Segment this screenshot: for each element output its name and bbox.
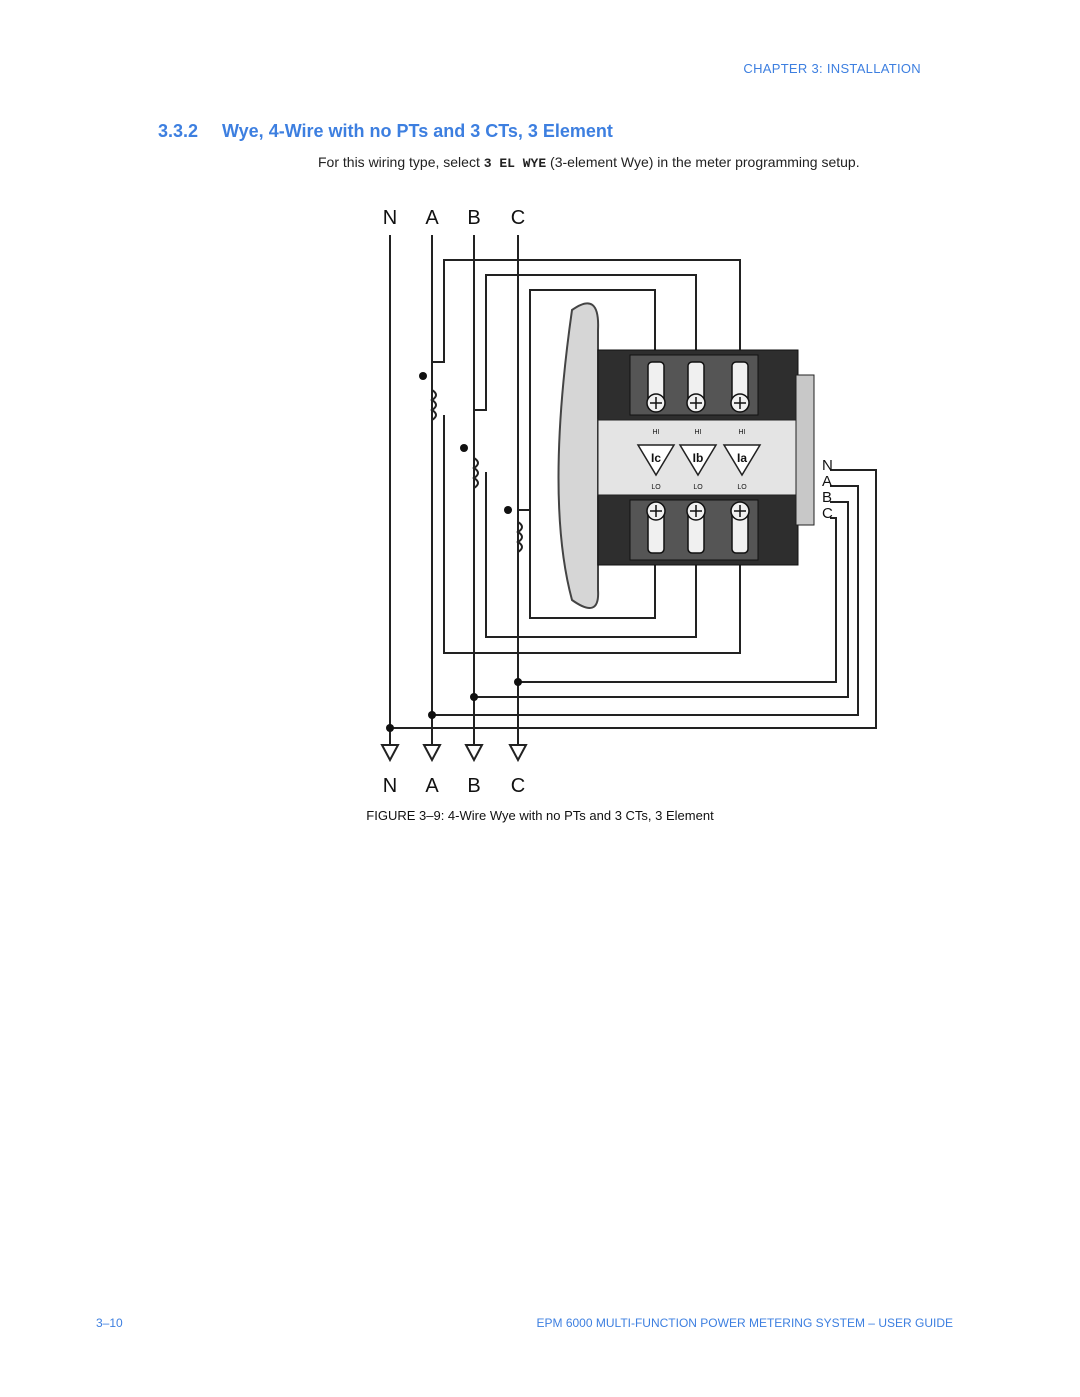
meter-label-c: C	[822, 505, 833, 522]
top-label-c: C	[511, 207, 525, 229]
ct-label-ic: Ic	[651, 451, 661, 465]
chapter-header: CHAPTER 3: INSTALLATION	[743, 61, 921, 76]
ct-label-ib: Ib	[693, 451, 704, 465]
bottom-label-a: A	[425, 775, 439, 797]
lo-label-3: LO	[737, 484, 747, 491]
top-label-b: B	[467, 207, 480, 229]
section-number: 3.3.2	[158, 121, 199, 141]
lo-label-2: LO	[693, 484, 703, 491]
meter-label-a: A	[822, 473, 832, 490]
lo-label-1: LO	[651, 484, 661, 491]
bottom-label-c: C	[511, 775, 525, 797]
bottom-label-n: N	[383, 775, 397, 797]
page-number: 3–10	[96, 1316, 123, 1330]
top-label-a: A	[425, 207, 439, 229]
hi-label-1: HI	[653, 429, 660, 436]
section-title: Wye, 4-Wire with no PTs and 3 CTs, 3 Ele…	[222, 121, 613, 141]
ct-label-ia: Ia	[737, 451, 747, 465]
section-heading: 3.3.2 Wye, 4-Wire with no PTs and 3 CTs, …	[158, 121, 613, 142]
top-label-n: N	[383, 207, 397, 229]
figure-caption-text: FIGURE 3–9: 4-Wire Wye with no PTs and 3…	[366, 808, 714, 823]
bottom-label-b: B	[467, 775, 480, 797]
hi-label-3: HI	[739, 429, 746, 436]
hi-label-2: HI	[695, 429, 702, 436]
figure-caption: FIGURE 3–9: 4-Wire Wye with no PTs and 3…	[0, 808, 1080, 823]
wiring-diagram: N A B C N A B C N A B C Ic Ib Ia HI HI H…	[360, 200, 900, 800]
intro-code: 3 EL WYE	[483, 156, 547, 171]
intro-paragraph: For this wiring type, select 3 EL WYE (3…	[318, 154, 860, 171]
guide-title: EPM 6000 MULTI-FUNCTION POWER METERING S…	[536, 1316, 954, 1330]
intro-text-after: (3-element Wye) in the meter programming…	[546, 154, 860, 170]
meter-label-b: B	[822, 489, 832, 506]
meter-label-n: N	[822, 457, 833, 474]
intro-text-before: For this wiring type, select	[318, 154, 484, 170]
